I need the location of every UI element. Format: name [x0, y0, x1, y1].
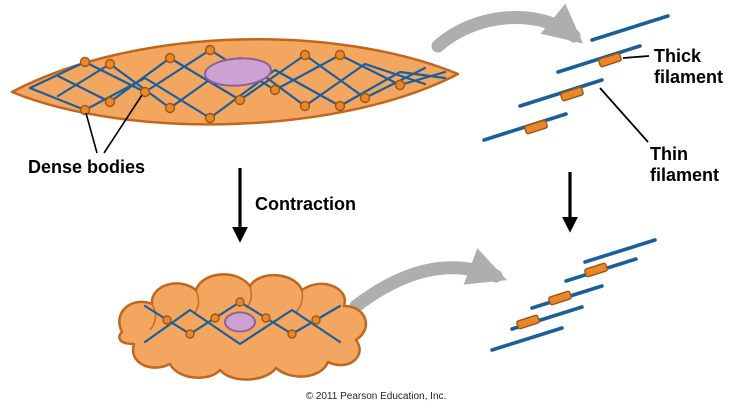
magnify-arrow-top	[431, 3, 584, 53]
contracted-muscle-cell	[118, 273, 368, 381]
thin-filaments	[490, 238, 657, 352]
thick-filaments	[516, 262, 608, 330]
thick-filament	[584, 262, 608, 278]
nucleus	[204, 57, 272, 87]
thin-filament	[590, 14, 670, 42]
thin-filament-text-1: Thin	[650, 144, 688, 164]
pointer-line	[85, 112, 98, 154]
magnify-arrow-bottom	[349, 248, 507, 313]
pointer-line	[103, 94, 143, 154]
thick-filament-text-1: Thick	[654, 46, 702, 66]
dense-bodies	[162, 297, 321, 339]
thick-filament-label: Thick filament	[622, 46, 723, 87]
dense-bodies-label: Dense bodies	[28, 94, 145, 177]
magnify-arrows	[349, 3, 584, 313]
relaxed-filaments-detail	[482, 14, 670, 142]
thick-filament-text-2: filament	[654, 67, 723, 87]
thin-filament-text-2: filament	[650, 165, 719, 185]
contraction-arrow-group: Contraction	[232, 168, 356, 243]
contracted-filaments-detail	[490, 238, 657, 352]
copyright-text: © 2011 Pearson Education, Inc.	[306, 391, 447, 402]
thick-filament	[524, 119, 548, 135]
dense-bodies-text: Dense bodies	[28, 157, 145, 177]
thick-filament	[548, 290, 572, 306]
relaxed-muscle-cell	[10, 37, 460, 126]
thick-filament	[598, 52, 622, 68]
thick-filaments	[524, 52, 622, 135]
thin-filament	[583, 238, 657, 264]
thin-filament-label: Thin filament	[599, 87, 719, 185]
pointer-line	[622, 55, 650, 59]
thin-filament	[490, 326, 564, 352]
thick-filament	[516, 314, 540, 330]
dense-bodies	[79, 44, 406, 124]
nucleus	[224, 311, 256, 333]
pointer-line	[599, 87, 649, 143]
thick-filament	[560, 86, 584, 102]
contraction-label: Contraction	[255, 194, 356, 214]
